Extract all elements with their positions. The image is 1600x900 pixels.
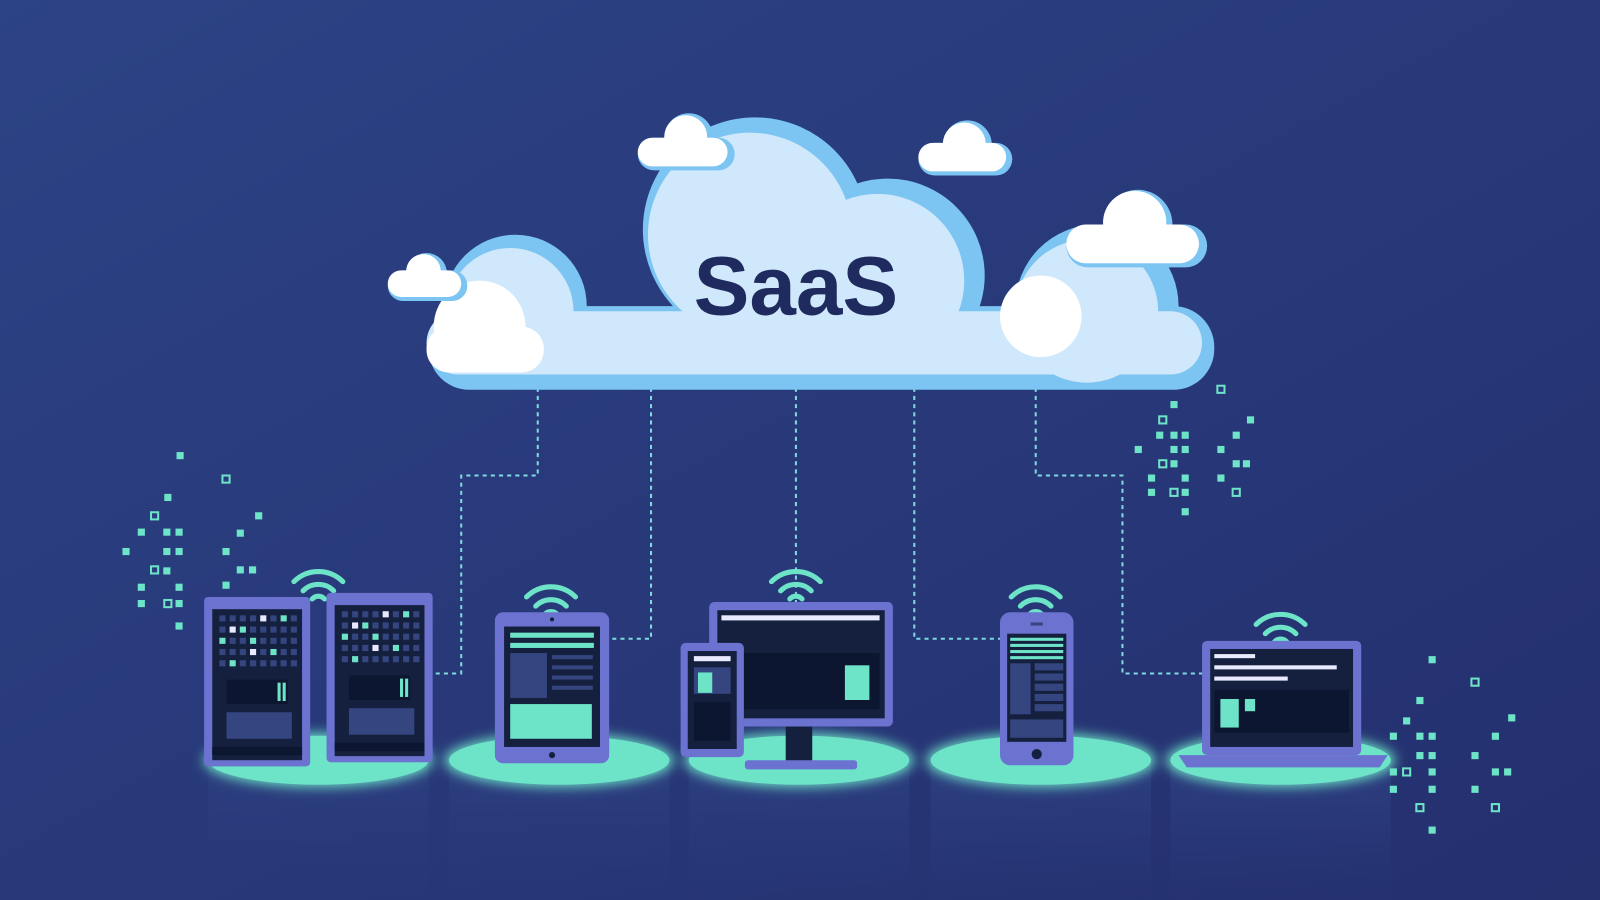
- phone-icon: [680, 642, 744, 758]
- pixel-particles: [122, 401, 1516, 834]
- pixel-particles-outline: [150, 384, 1501, 813]
- desktop-icon: [709, 602, 893, 770]
- server-icon: [204, 596, 311, 767]
- connector-lines: [434, 387, 1203, 675]
- phone-icon: [1000, 612, 1074, 766]
- server-icon: [326, 592, 433, 763]
- cloud-icon: SaaS: [387, 113, 1215, 390]
- laptop-icon: [1178, 640, 1388, 768]
- cloud-label: SaaS: [694, 238, 899, 332]
- tablet-icon: [494, 612, 610, 764]
